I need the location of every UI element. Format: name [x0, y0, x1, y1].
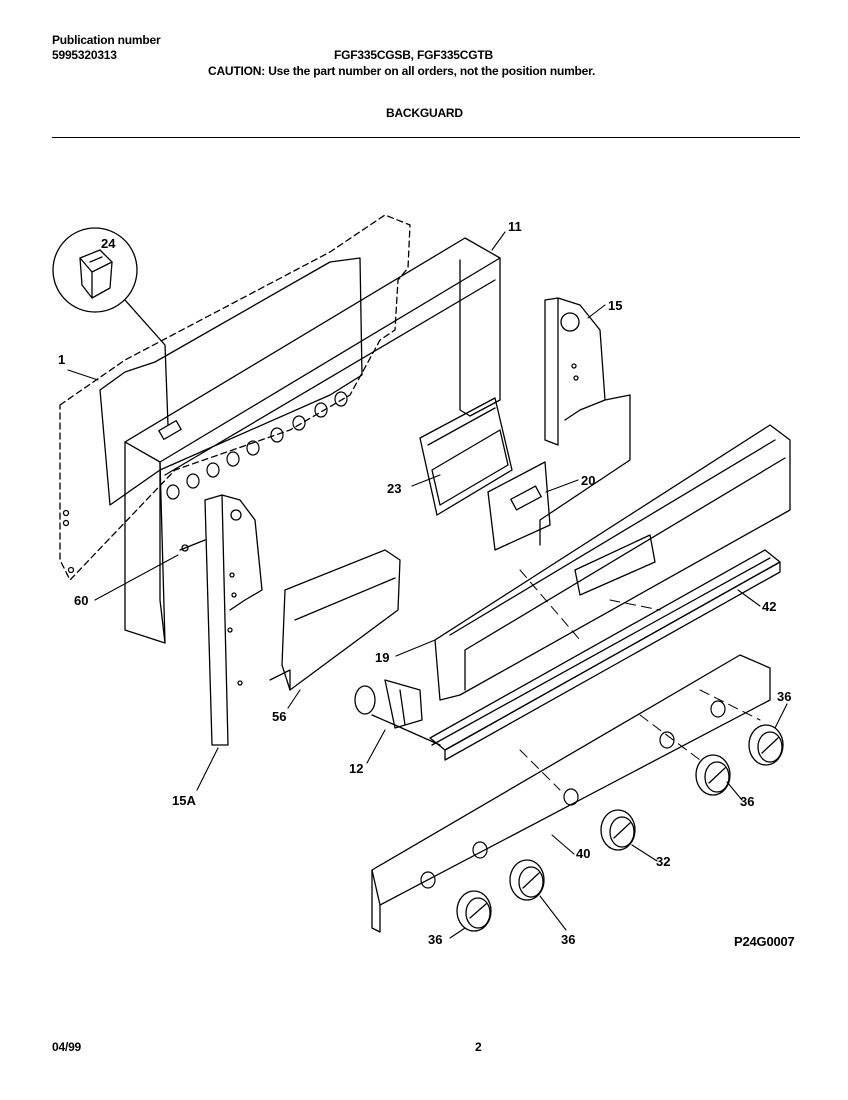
callout-42: 42 [762, 599, 776, 614]
knob-36-upper [695, 754, 731, 796]
callout-11: 11 [508, 219, 522, 234]
leader-lines [67, 231, 788, 939]
part-40-manifold-panel [371, 654, 771, 933]
part-23-bracket-plate [419, 397, 513, 516]
part-1-rear-panel [59, 214, 411, 581]
callout-32: 32 [656, 854, 670, 869]
callout-24: 24 [101, 236, 116, 251]
callout-12: 12 [349, 761, 363, 776]
part-19-control-panel [434, 394, 791, 701]
model-numbers: FGF335CGSB, FGF335CGTB [334, 48, 493, 62]
callout-60: 60 [74, 593, 88, 608]
callout-36-upper: 36 [740, 794, 754, 809]
knob-36-lower-mid [509, 859, 545, 901]
part-12-thermostat [354, 679, 441, 746]
callout-36-lower-mid: 36 [561, 932, 575, 947]
callout-36-right: 36 [777, 689, 791, 704]
date-code: 04/99 [52, 1040, 82, 1054]
callout-23: 23 [387, 481, 401, 496]
part-15-right-bracket [544, 297, 606, 446]
callout-labels: 24 1 11 15 23 20 60 42 19 56 36 12 15A 3… [58, 219, 791, 947]
page-number: 2 [475, 1040, 482, 1054]
publication-label: Publication number [52, 33, 161, 47]
header-divider [52, 137, 800, 138]
knob-group [456, 724, 784, 932]
part-20-clock [487, 461, 551, 551]
part-60-screw [179, 539, 206, 552]
part-15a-left-bracket [204, 494, 263, 746]
alignment-lines [519, 569, 761, 791]
callout-20: 20 [581, 473, 595, 488]
callout-56: 56 [272, 709, 286, 724]
diagram-code: P24G0007 [734, 934, 795, 949]
publication-number: 5995320313 [52, 48, 117, 62]
callout-36-lower-left: 36 [428, 932, 442, 947]
section-title: BACKGUARD [386, 106, 463, 120]
part-11-backguard-frame [124, 237, 501, 644]
knob-36-lower-left [456, 890, 492, 932]
part-56-cover [269, 549, 401, 691]
part-24-rocker-switch-inset [52, 227, 169, 426]
callout-1: 1 [58, 352, 65, 367]
caution-note: CAUTION: Use the part number on all orde… [208, 64, 596, 78]
callout-40: 40 [576, 846, 590, 861]
part-42-trim [429, 549, 781, 761]
callout-19: 19 [375, 650, 389, 665]
knob-36-right [748, 724, 784, 766]
callout-15a: 15A [172, 793, 196, 808]
knob-32 [600, 809, 636, 851]
callout-15: 15 [608, 298, 622, 313]
